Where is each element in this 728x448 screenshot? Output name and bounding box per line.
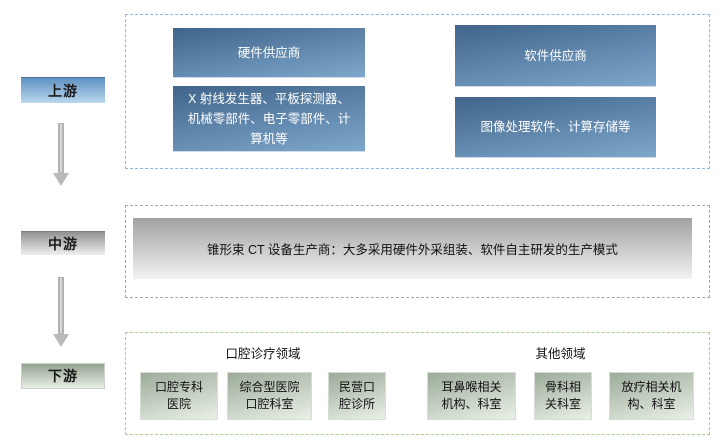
other-field-label: 其他领域	[535, 346, 586, 361]
downstream-item-radiotherapy-institutions: 放疗相关机 构、科室	[609, 372, 694, 420]
downstream-item-general-hospital-dental-dept: 综合型医院 口腔科室	[227, 372, 312, 420]
downstream-zone	[125, 332, 710, 435]
down-arrow-icon	[58, 123, 64, 173]
midstream-zone	[125, 205, 710, 298]
downstream-item-private-dental-clinic: 民营口 腔诊所	[328, 372, 386, 420]
down-arrow-icon	[58, 277, 64, 334]
downstream-item-ent-institutions: 耳鼻喉相关 机构、科室	[427, 372, 516, 420]
software-supplier-title-box: 软件供应商	[455, 25, 656, 87]
upstream-zone	[125, 14, 710, 169]
downstream-item-orthopedics-dept: 骨科相 关科室	[534, 372, 592, 420]
dental-field-label: 口腔诊疗领域	[225, 346, 301, 361]
software-supplier-detail-box: 图像处理软件、计算存储等	[455, 97, 656, 158]
down-arrow-icon	[53, 173, 69, 186]
stage-label-downstream: 下游	[21, 363, 105, 389]
stage-label-upstream: 上游	[21, 77, 105, 103]
stage-label-midstream: 中游	[21, 231, 105, 255]
midstream-manufacturer-bar: 锥形束 CT 设备生产商：大多采用硬件外采组装、软件自主研发的生产模式	[133, 218, 692, 279]
hardware-supplier-detail-box: X 射线发生器、平板探测器、 机械零部件、电子零部件、计 算机等	[173, 86, 365, 152]
downstream-item-dental-specialty-hospital: 口腔专科 医院	[140, 372, 218, 420]
down-arrow-icon	[53, 334, 69, 347]
hardware-supplier-title-box: 硬件供应商	[173, 28, 365, 78]
